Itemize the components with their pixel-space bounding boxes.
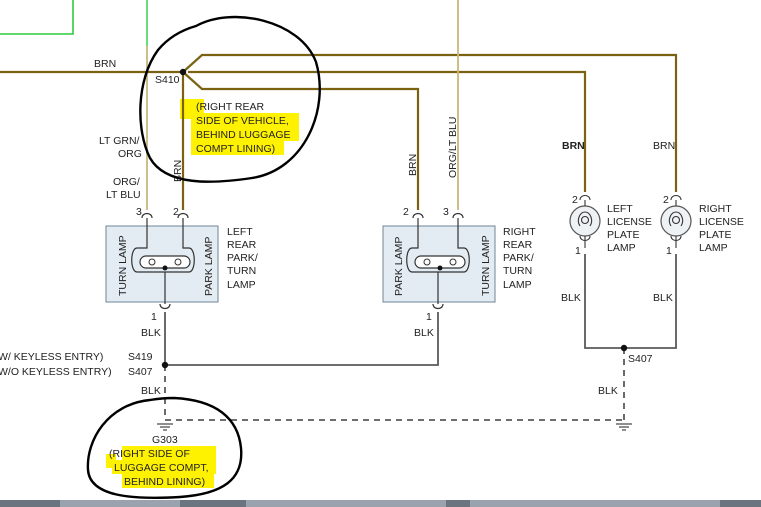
brn-label-top: BRN <box>94 58 116 70</box>
right-rear-name-3: PARK/ <box>503 252 534 264</box>
lt-grn-org-label-1: LT GRN/ <box>99 135 140 147</box>
g303-note-3: BEHIND LINING) <box>124 476 205 488</box>
lt-grn-org-label-2: ORG <box>118 148 142 160</box>
ground-symbol-g303 <box>157 423 173 431</box>
keyless-note-1: W/ KEYLESS ENTRY) <box>0 351 103 363</box>
org-lt-blu-label-2: LT BLU <box>106 189 141 201</box>
ground-symbol-right <box>616 423 632 431</box>
right-license-name-4: LAMP <box>699 242 728 254</box>
splice-labels: S410 (RIGHT REAR SIDE OF VEHICLE, BEHIND… <box>0 74 653 488</box>
pin-left-2: 2 <box>173 206 179 218</box>
brn-wire-to-right-rear <box>182 71 420 210</box>
left-license-name-1: LEFT <box>607 203 633 215</box>
left-rear-lamp: TURN LAMP PARK LAMP <box>105 212 219 310</box>
left-license-lamp <box>569 194 601 248</box>
right-license-name-1: RIGHT <box>699 203 732 215</box>
s407-left-label: S407 <box>128 366 153 378</box>
blk-label-2: BLK <box>414 327 434 339</box>
org-lt-blu-label-vertical: ORG/LT BLU <box>447 117 459 178</box>
brn-label-right-1: BRN <box>562 140 585 152</box>
pin-left-license-2: 2 <box>572 194 578 206</box>
pin-numbers: 3 2 1 2 3 1 2 1 2 1 <box>136 194 672 323</box>
blk-label-6: BLK <box>598 385 618 397</box>
g303-label: G303 <box>152 434 178 446</box>
highlights <box>106 99 299 488</box>
left-license-name-4: LAMP <box>607 242 636 254</box>
splice-dot-s410 <box>179 68 187 76</box>
hand-circle-s410 <box>139 15 321 183</box>
pin-left-1: 1 <box>151 311 157 323</box>
green-frame <box>0 0 148 46</box>
left-rear-name-5: LAMP <box>227 279 256 291</box>
right-rear-name-2: REAR <box>503 239 533 251</box>
right-turn-lamp-label: TURN LAMP <box>480 235 492 296</box>
blk-label-4: BLK <box>653 292 673 304</box>
splice-dot-s407 <box>620 344 628 352</box>
left-license-name-2: LICENSE <box>607 216 652 228</box>
left-rear-name-4: TURN <box>227 265 256 277</box>
left-park-lamp-label: PARK LAMP <box>203 237 215 296</box>
pin-left-license-1: 1 <box>575 245 581 257</box>
left-rear-name-1: LEFT <box>227 226 253 238</box>
s410-label: S410 <box>155 74 180 86</box>
s410-note-3: BEHIND LUGGAGE <box>196 129 291 141</box>
left-rear-name-3: PARK/ <box>227 252 258 264</box>
wire-labels: BRN LT GRN/ ORG ORG/ LT BLU BRN BRN ORG/… <box>94 58 675 397</box>
left-license-name-3: PLATE <box>607 229 639 241</box>
pin-left-3: 3 <box>136 206 142 218</box>
right-rear-name-1: RIGHT <box>503 226 536 238</box>
left-turn-lamp-label: TURN LAMP <box>117 235 129 296</box>
keyless-note-2: W/O KEYLESS ENTRY) <box>0 366 112 378</box>
s410-note-4: COMPT LINING) <box>196 143 275 155</box>
pin-right-license-1: 1 <box>666 245 672 257</box>
pin-right-license-2: 2 <box>663 194 669 206</box>
g303-note-1: (RIGHT SIDE OF <box>109 448 190 460</box>
left-rear-name-2: REAR <box>227 239 257 251</box>
blk-label-5: BLK <box>141 385 161 397</box>
hand-circle-g303 <box>86 396 243 500</box>
window-bottom-edge <box>0 500 761 507</box>
g303-note-2: LUGGAGE COMPT, <box>114 462 209 474</box>
right-license-lamp <box>660 194 692 248</box>
s419-label: S419 <box>128 351 153 363</box>
right-rear-lamp: PARK LAMP TURN LAMP <box>382 212 496 310</box>
blk-wires <box>164 254 677 422</box>
s410-note-2: SIDE OF VEHICLE, <box>196 115 289 127</box>
blk-label-1: BLK <box>141 327 161 339</box>
pin-right-2: 2 <box>403 206 409 218</box>
pin-right-1: 1 <box>426 311 432 323</box>
brn-wire-to-license-left <box>182 53 678 192</box>
s410-note-1: (RIGHT REAR <box>196 101 264 113</box>
org-lt-blu-label-1: ORG/ <box>113 176 140 188</box>
brn-wire-license-tap <box>188 70 587 192</box>
component-names: LEFT REAR PARK/ TURN LAMP RIGHT REAR PAR… <box>227 203 744 291</box>
s407-right-label: S407 <box>628 353 653 365</box>
right-park-lamp-label: PARK LAMP <box>393 237 405 296</box>
right-license-name-3: PLATE <box>699 229 731 241</box>
pin-right-3: 3 <box>443 206 449 218</box>
brn-label-right-2: BRN <box>653 140 675 152</box>
brn-wires <box>0 53 678 210</box>
right-rear-name-4: TURN <box>503 265 532 277</box>
splice-dots <box>161 68 628 369</box>
splice-dot-s419 <box>161 361 169 369</box>
brn-label-mid-vertical: BRN <box>407 154 419 176</box>
right-rear-name-5: LAMP <box>503 279 532 291</box>
right-license-name-2: LICENSE <box>699 216 744 228</box>
blk-label-3: BLK <box>561 292 581 304</box>
